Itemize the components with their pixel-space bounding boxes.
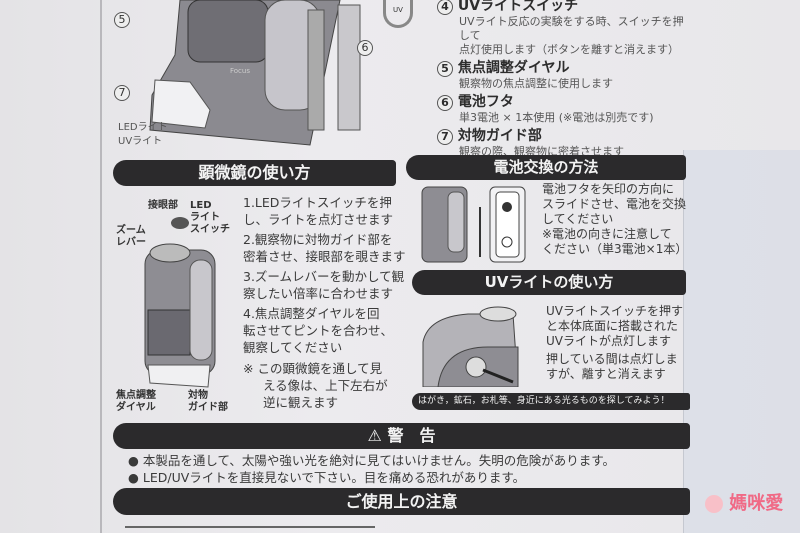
microscope-side-illustration: Focus	[149, 0, 361, 146]
text-line: UVライトスイッチを押す	[546, 304, 683, 318]
uv-button-icon: UV	[383, 0, 413, 28]
label-line: ダイヤル	[116, 402, 156, 413]
note-line: ※ この顕微鏡を通して見	[243, 361, 383, 376]
battery-header: 電池交換の方法	[406, 155, 686, 180]
part-desc: 単3電池 × 1本使用 (※電池は別売です)	[459, 111, 654, 124]
step-line: 転させてピントを合わせ、	[243, 323, 394, 338]
note-line: 逆に観えます	[263, 395, 339, 410]
uv-button-text: UV	[393, 6, 403, 14]
watermark-face-icon	[705, 495, 723, 513]
warning-text: LED/UVライトを直接見ないで下さい。目を痛める恐れがあります。	[142, 470, 526, 485]
step-line: 1.LEDライトスイッチを押	[243, 195, 392, 210]
fold-line	[100, 0, 102, 533]
part-desc: 観察物の焦点調整に使用します	[459, 77, 613, 90]
parts-list: 4 UVライトスイッチ UVライト反応の実験をする時、スイッチを押して 点灯使用…	[437, 0, 687, 159]
caution-header: ご使用上の注意	[113, 488, 690, 515]
uv-illustration	[422, 306, 519, 387]
step-line: 密着させ、接眼部を覗きます	[243, 249, 406, 264]
callout-7: 7	[114, 85, 130, 101]
callout-6: 6	[357, 40, 373, 56]
zoom-lever-label: ズーム レバー	[116, 225, 146, 249]
label-line: 対物	[188, 390, 208, 401]
warning-text: 本製品を通して、太陽や強い光を絶対に見てはいけません。失明の危険があります。	[142, 453, 616, 468]
step-line: 3.ズームレバーを動かして観	[243, 269, 405, 284]
callout-5: 5	[114, 12, 130, 28]
cut-off-text	[125, 526, 375, 533]
text-line: 電池フタを矢印の方向に	[542, 182, 675, 196]
text-line: UVライトが点灯します	[546, 334, 671, 348]
label-line: ガイド部	[188, 402, 228, 413]
eyepiece-label: 接眼部	[148, 200, 178, 211]
part-item: 4 UVライトスイッチ UVライト反応の実験をする時、スイッチを押して 点灯使用…	[437, 0, 687, 57]
label-line: レバー	[116, 237, 146, 248]
part-desc: 点灯使用します（ボタンを離すと消えます）	[459, 43, 679, 56]
uv-header: UVライトの使い方	[412, 270, 686, 295]
text-line: してください	[542, 212, 614, 226]
part-number: 4	[437, 0, 453, 15]
battery-illustration	[421, 186, 526, 263]
part-item: 7 対物ガイド部 観察の際、観察物に密着させます	[437, 127, 687, 159]
focus-dial-label: 焦点調整 ダイヤル	[116, 390, 156, 414]
step-line: 2.観察物に対物ガイド部を	[243, 232, 393, 247]
watermark-text: 媽咪愛	[729, 493, 784, 514]
led-light-label: LEDライト	[118, 122, 168, 133]
part-desc: UVライト反応の実験をする時、スイッチを押して	[459, 15, 684, 42]
text-line: スライドさせ、電池を交換	[542, 197, 687, 211]
text-line: と本体底面に搭載された	[546, 319, 679, 333]
warning-title: 警 告	[387, 426, 436, 445]
uv-text: UVライトスイッチを押す と本体底面に搭載された UVライトが点灯します 押して…	[546, 304, 683, 382]
battery-text: 電池フタを矢印の方向に スライドさせ、電池を交換 してください ※電池の向きに注…	[542, 182, 687, 257]
guide-label: 対物 ガイド部	[188, 390, 228, 414]
part-number: 5	[437, 61, 453, 77]
step-line: 観察してください	[243, 340, 343, 355]
uv-banner: はがき，鉱石，お札等、身近にある光るものを探してみよう！	[412, 393, 690, 410]
part-item: 5 焦点調整ダイヤル 観察物の焦点調整に使用します	[437, 59, 687, 91]
note-line: える像は、上下左右が	[263, 378, 388, 393]
usage-steps: 1.LEDライトスイッチを押 し、ライトを点灯させます 2.観察物に対物ガイド部…	[243, 194, 406, 411]
step-line: し、ライトを点灯させます	[243, 212, 394, 227]
step-line: 4.焦点調整ダイヤルを回	[243, 306, 380, 321]
part-item: 6 電池フタ 単3電池 × 1本使用 (※電池は別売です)	[437, 93, 687, 125]
label-line: ライト	[190, 212, 220, 223]
part-number: 7	[437, 129, 453, 145]
focus-text: Focus	[230, 67, 250, 75]
label-line: 焦点調整	[116, 390, 156, 401]
microscope-front-illustration	[144, 217, 216, 388]
text-line: すが、離すと消えます	[546, 367, 666, 381]
label-line: LED	[190, 200, 212, 211]
led-switch-label: LED ライト スイッチ	[190, 200, 230, 236]
text-line: ください（単3電池×1本）	[542, 242, 688, 256]
warning-item: ● LED/UVライトを直接見ないで下さい。目を痛める恐れがあります。	[128, 470, 526, 485]
part-desc: 観察の際、観察物に密着させます	[459, 145, 624, 158]
warning-header: ⚠ 警 告	[113, 423, 690, 449]
step-line: 察したい倍率に合わせます	[243, 286, 394, 301]
watermark: 媽咪愛	[705, 489, 783, 515]
warning-list: ● 本製品を通して、太陽や強い光を絶対に見てはいけません。失明の危険があります。…	[128, 452, 615, 486]
warning-triangle-icon: ⚠	[367, 426, 382, 445]
part-title: 電池フタ	[457, 94, 514, 110]
text-line: ※電池の向きに注意して	[542, 227, 672, 241]
usage-header: 顕微鏡の使い方	[113, 160, 396, 186]
text-line: 押している間は点灯しま	[546, 352, 678, 366]
uv-light-label: UVライト	[118, 136, 163, 147]
label-line: ズーム	[116, 225, 146, 236]
plastic-overlay	[683, 150, 800, 533]
warning-item: ● 本製品を通して、太陽や強い光を絶対に見てはいけません。失明の危険があります。	[128, 453, 616, 468]
part-number: 6	[437, 95, 453, 111]
part-title: UVライトスイッチ	[457, 0, 579, 14]
label-line: スイッチ	[190, 224, 230, 235]
part-title: 焦点調整ダイヤル	[457, 60, 570, 76]
part-title: 対物ガイド部	[457, 128, 542, 144]
